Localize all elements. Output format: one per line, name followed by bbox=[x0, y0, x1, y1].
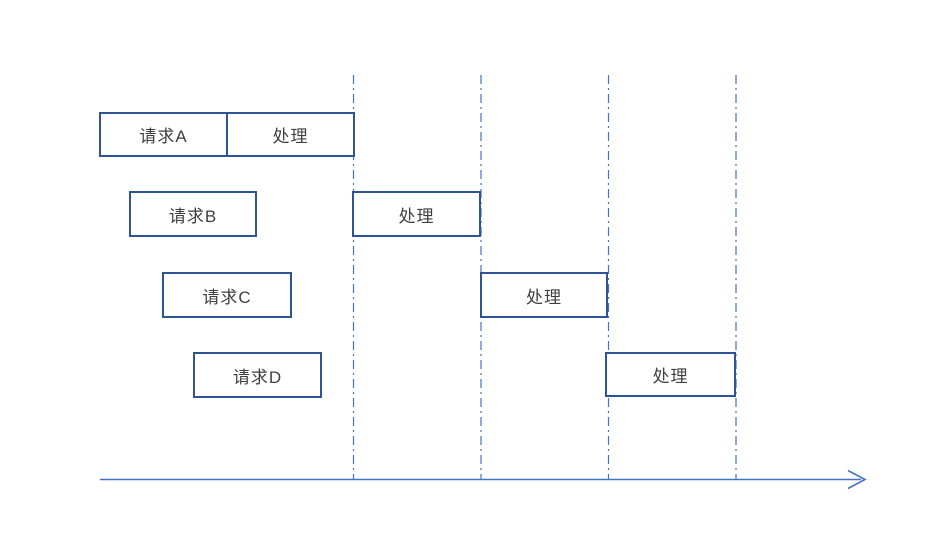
process-d-box: 处理 bbox=[605, 352, 736, 397]
request-d-box: 请求D bbox=[193, 352, 322, 398]
process-c-box: 处理 bbox=[480, 272, 608, 318]
time-axis-arrowhead-icon bbox=[847, 469, 867, 490]
request-a-label: 请求A bbox=[139, 127, 188, 146]
request-a-box: 请求A bbox=[101, 114, 226, 155]
process-b-box: 处理 bbox=[352, 191, 481, 237]
row-a-group: 请求A 处理 bbox=[99, 112, 355, 157]
request-d-label: 请求D bbox=[232, 367, 283, 387]
process-c-label: 处理 bbox=[526, 287, 562, 307]
process-b-label: 处理 bbox=[398, 206, 435, 226]
request-c-box: 请求C bbox=[162, 272, 292, 318]
request-b-label: 请求B bbox=[168, 206, 218, 226]
process-d-label: 处理 bbox=[652, 367, 689, 386]
request-b-box: 请求B bbox=[129, 191, 257, 237]
process-a-box: 处理 bbox=[226, 114, 353, 155]
process-a-label: 处理 bbox=[272, 127, 309, 146]
request-c-label: 请求C bbox=[202, 287, 252, 307]
